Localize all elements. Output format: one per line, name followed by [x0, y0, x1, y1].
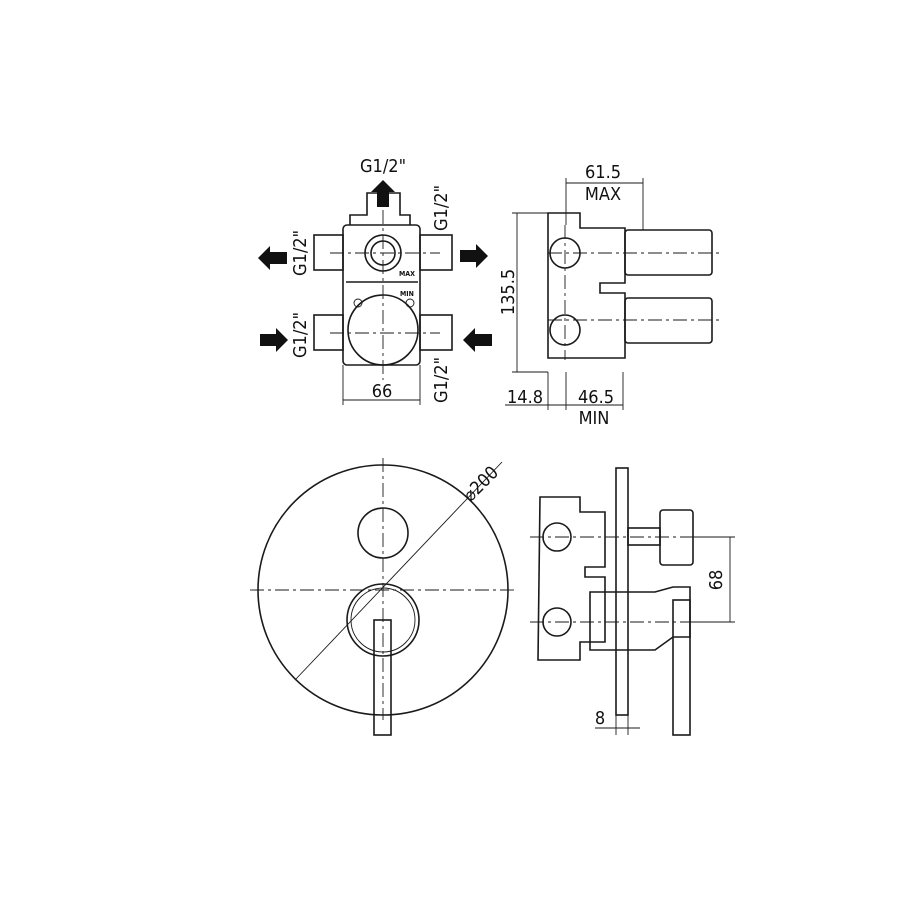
min-label: MIN [579, 408, 610, 429]
max-label: MAX [585, 184, 621, 205]
spacing-68-label: 68 [706, 570, 727, 591]
offset-14-8-label: 14.8 [507, 387, 543, 408]
dimension-61-5-max: 61.5 MAX [565, 162, 644, 230]
inlet-arrow-left-icon [463, 328, 492, 352]
valve-body-front-view: MAX MIN [313, 185, 453, 380]
thread-left-bottom-label: G1/2" [290, 312, 311, 358]
diameter-200-label: ⌀200 [459, 462, 503, 506]
body-max-label: MAX [399, 270, 415, 278]
outlet-arrow-left-icon [258, 246, 287, 270]
trim-plate-front-view: ⌀200 [250, 458, 515, 736]
thread-right-top-label: G1/2" [431, 185, 452, 231]
height-135-label: 135.5 [498, 269, 519, 315]
dimension-14-8-46-5-min: 14.8 46.5 MIN [505, 372, 624, 429]
depth-max-value: 61.5 [585, 162, 621, 183]
inlet-arrow-right-icon [260, 328, 288, 352]
thread-right-bottom-label: G1/2" [431, 357, 452, 403]
outlet-arrow-right-icon [460, 244, 488, 268]
depth-min-value: 46.5 [578, 387, 614, 408]
width-66-label: 66 [372, 381, 393, 402]
thread-left-top-label: G1/2" [290, 230, 311, 276]
valve-body-side-view [547, 212, 720, 360]
dimension-8: 8 [595, 708, 640, 735]
thread-top-label: G1/2" [360, 156, 406, 177]
body-min-label: MIN [400, 290, 414, 298]
dimension-66: 66 [342, 365, 421, 405]
outlet-arrow-up-icon [371, 180, 395, 207]
dimension-135-5: 135.5 [498, 212, 548, 373]
assembly-side-view [530, 467, 700, 736]
dimension-68: 68 [693, 536, 735, 623]
plate-8-label: 8 [595, 708, 605, 729]
